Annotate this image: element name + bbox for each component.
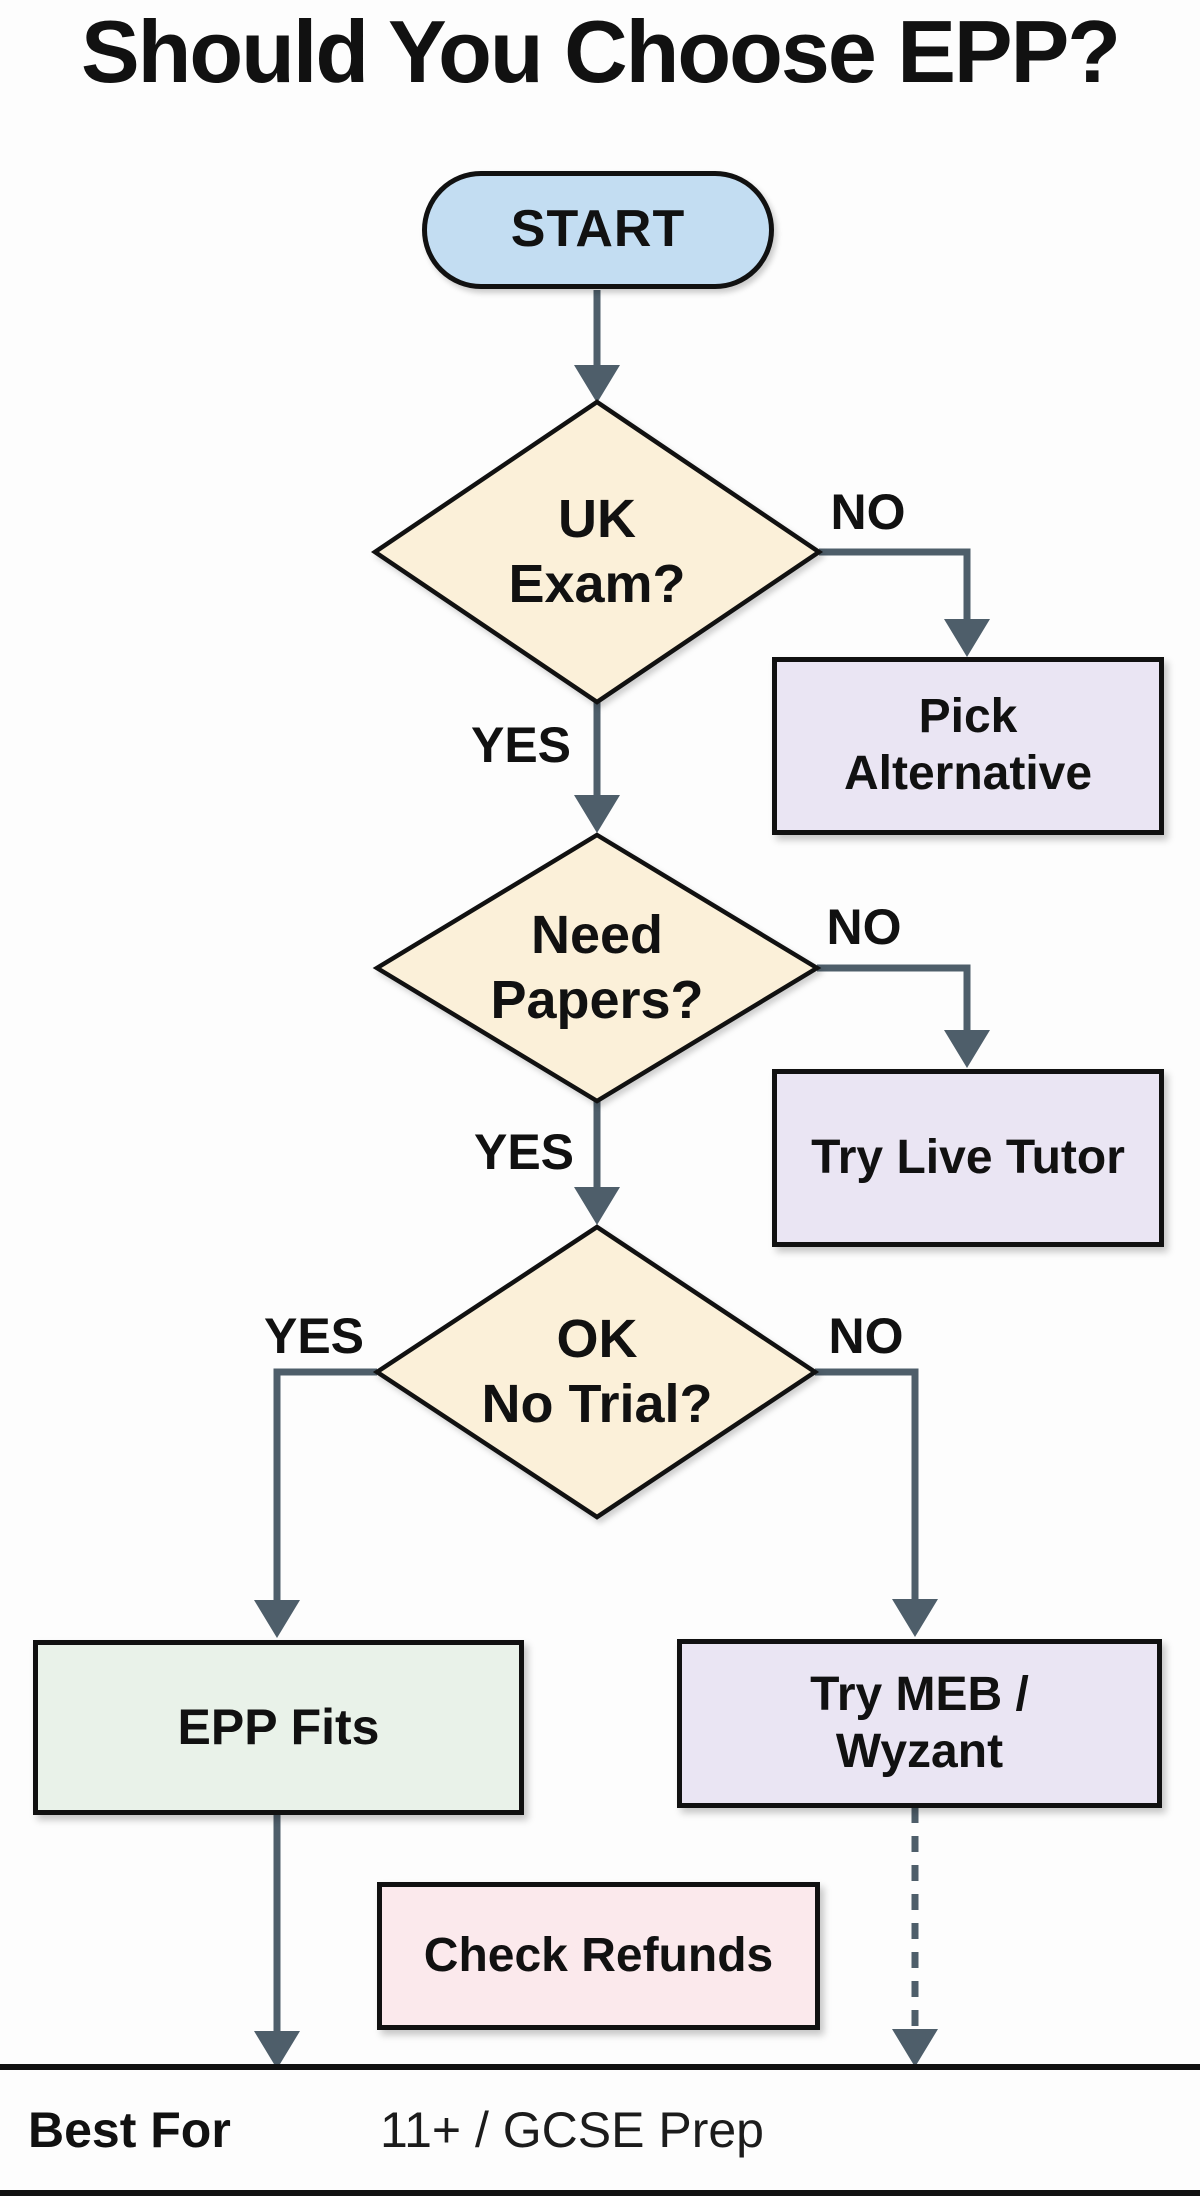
- edge-label-ok-no-trial-yes: YES: [263, 1308, 365, 1364]
- arrowhead-uk-exam-no: [944, 619, 990, 657]
- node-try-live-tutor-label: Try Live Tutor: [811, 1130, 1125, 1184]
- node-try-meb-wyzant-line2: Wyzant: [835, 1724, 1004, 1778]
- node-epp-fits-label: EPP Fits: [177, 1699, 380, 1755]
- arrowhead-uk-exam-yes: [574, 795, 620, 833]
- node-start-label: START: [510, 200, 686, 259]
- decision-need-papers-line1: Need: [530, 905, 664, 966]
- node-check-refunds: Check Refunds: [377, 1882, 820, 2030]
- edge-uk-exam-no: [819, 548, 971, 620]
- arrowhead-ok-no-trial-yes: [254, 1600, 300, 1638]
- node-check-refunds-label: Check Refunds: [423, 1928, 774, 1982]
- decision-uk-exam-label: UK Exam?: [508, 487, 685, 617]
- edge-ok-no-trial-yes: [273, 1368, 377, 1601]
- decision-ok-no-trial-shape: [372, 1224, 820, 1520]
- footer-value: 11+ / GCSE Prep: [380, 2102, 764, 2158]
- node-pick-alternative: Pick Alternative: [772, 657, 1164, 835]
- decision-ok-no-trial-line1: OK: [556, 1309, 638, 1370]
- node-try-meb-wyzant: Try MEB / Wyzant: [677, 1639, 1162, 1808]
- edge-label-need-papers-yes: YES: [473, 1124, 575, 1180]
- footer-row: Best For 11+ / GCSE Prep: [0, 2064, 1200, 2196]
- edge-ok-no-trial-no: [815, 1368, 919, 1600]
- arrowhead-meb-wyzant-to-footer: [892, 2029, 938, 2067]
- decision-uk-exam-line2: Exam?: [508, 554, 686, 614]
- decision-uk-exam-line1: UK: [558, 489, 636, 550]
- arrowhead-need-papers-no: [944, 1030, 990, 1068]
- decision-ok-no-trial-line2: No Trial?: [481, 1374, 713, 1434]
- arrowhead-start-to-uk-exam: [574, 365, 620, 403]
- decision-need-papers-shape: [372, 832, 822, 1104]
- edge-need-papers-no: [817, 964, 971, 1031]
- node-try-live-tutor: Try Live Tutor: [772, 1069, 1164, 1247]
- footer-label: Best For: [28, 2102, 231, 2158]
- edge-label-need-papers-no: NO: [826, 899, 902, 955]
- edge-label-uk-exam-yes: YES: [470, 717, 572, 773]
- node-start: START: [422, 171, 774, 289]
- edge-label-uk-exam-no: NO: [830, 484, 906, 540]
- arrowhead-need-papers-yes: [574, 1187, 620, 1225]
- arrowhead-epp-fits-to-footer: [254, 2031, 300, 2069]
- node-epp-fits: EPP Fits: [33, 1640, 524, 1815]
- decision-uk-exam-shape: [370, 399, 824, 705]
- decision-need-papers-line2: Papers?: [490, 970, 704, 1030]
- edge-label-ok-no-trial-no: NO: [828, 1308, 904, 1364]
- page-title: Should You Choose EPP?: [80, 2, 1121, 101]
- node-pick-alternative-line1: Pick: [918, 690, 1018, 744]
- node-try-meb-wyzant-line1: Try MEB /: [810, 1667, 1029, 1721]
- arrowhead-ok-no-trial-no: [892, 1599, 938, 1637]
- node-pick-alternative-line2: Alternative: [843, 747, 1093, 800]
- decision-ok-no-trial-label: OK No Trial?: [481, 1307, 712, 1437]
- decision-need-papers-label: Need Papers?: [490, 903, 703, 1033]
